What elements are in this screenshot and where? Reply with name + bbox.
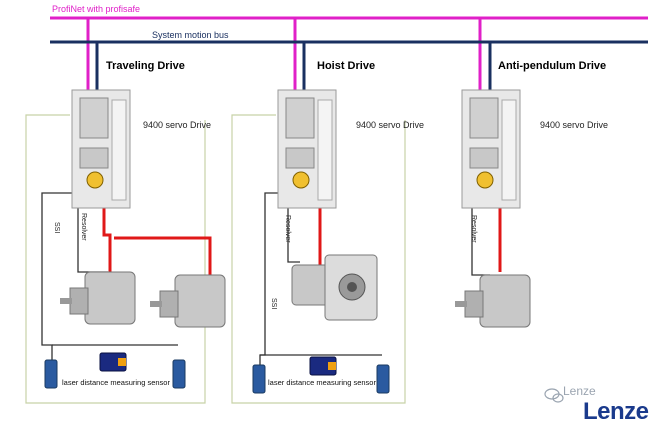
position-sensor-hoist-left — [252, 364, 266, 394]
laser-sensor-hoist — [309, 356, 337, 376]
hoist-ssi-label: SSI — [270, 298, 277, 310]
traveling-ssi-label: SSI — [53, 222, 60, 234]
drive-unit-traveling — [71, 89, 131, 209]
profinet-bus — [50, 16, 648, 100]
hoist-drive-title: Hoist Drive — [317, 60, 376, 72]
laser-sensor-traveling — [99, 352, 127, 372]
hoist-resolver-label: Resolver — [284, 215, 291, 243]
position-sensor-traveling-right — [172, 359, 186, 389]
servo-motor-traveling-1 — [60, 271, 136, 325]
profinet-bus-label: ProfiNet with profisafe — [52, 4, 141, 14]
power-cables — [102, 196, 502, 275]
watermark-small: Lenze — [563, 384, 596, 398]
traveling-sensor-caption: laser distance measuring sensor — [62, 378, 170, 387]
hoist-sensor-caption: laser distance measuring sensor — [268, 378, 376, 387]
traveling-drive-subtitle: 9400 servo Drive — [143, 120, 212, 130]
anti-pendulum-drive-subtitle: 9400 servo Drive — [540, 120, 609, 130]
position-sensor-hoist-right — [376, 364, 390, 394]
hoist-drive-subtitle: 9400 servo Drive — [356, 120, 425, 130]
drive-unit-hoist — [277, 89, 337, 209]
anti-pendulum-resolver-label: Resolver — [470, 215, 477, 243]
hoist-geared-motor — [291, 254, 378, 321]
wechat-icon — [544, 388, 564, 403]
motion-bus-label: System motion bus — [152, 30, 229, 40]
lenze-logo: Lenze — [583, 398, 649, 425]
servo-motor-traveling-2 — [150, 274, 226, 328]
servo-motor-anti-pendulum — [455, 274, 531, 328]
drive-unit-anti-pendulum — [461, 89, 521, 209]
anti-pendulum-drive-title: Anti-pendulum Drive — [498, 60, 607, 72]
traveling-resolver-label: Resolver — [80, 213, 87, 241]
ssi-loop-hoist — [231, 114, 406, 404]
position-sensor-traveling-left — [44, 359, 58, 389]
traveling-drive-title: Traveling Drive — [106, 60, 185, 72]
